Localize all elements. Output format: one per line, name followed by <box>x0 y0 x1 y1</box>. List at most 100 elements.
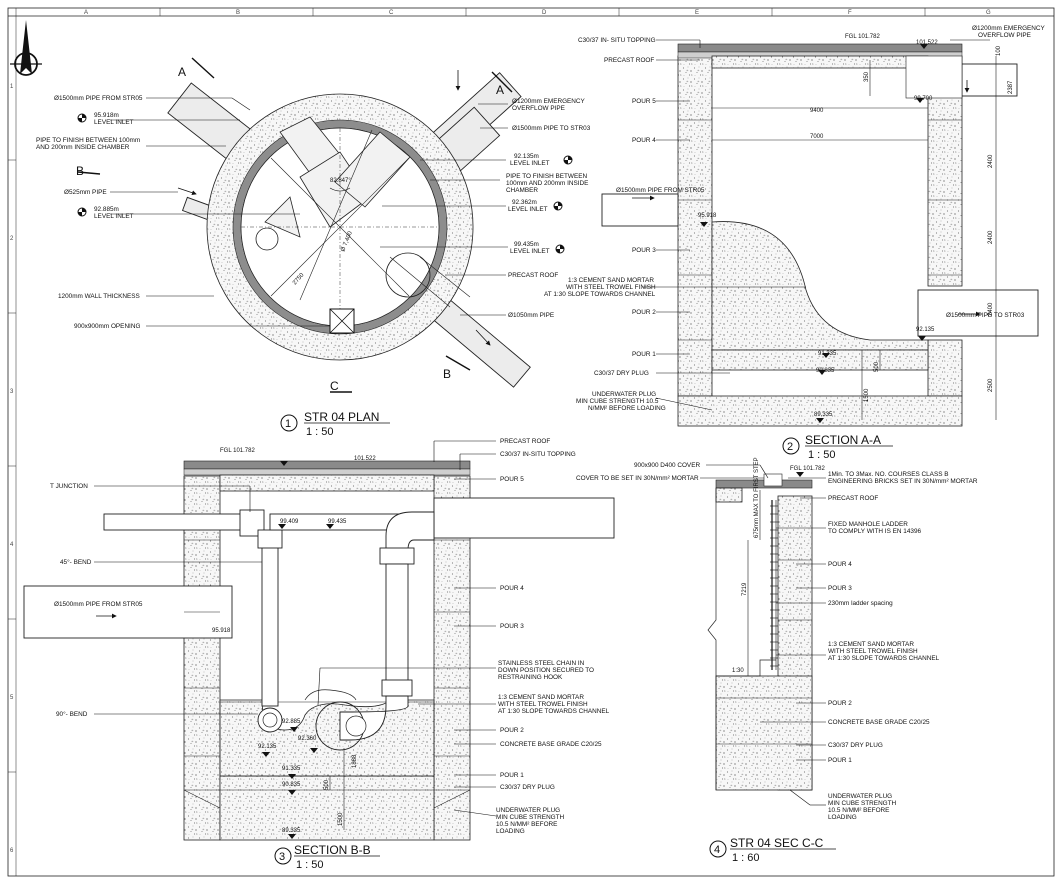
aa-lbl-dry-plug: C30/37 DRY PLUG <box>594 370 649 377</box>
bb-lvl-89335: 89.335 <box>282 828 301 834</box>
aa-title: SECTION A-A <box>805 433 881 447</box>
bb-roof-level: 101.522 <box>354 456 376 462</box>
grid-row-6: 6 <box>10 848 14 854</box>
cc-slope: 1:30 <box>732 668 744 674</box>
grid-col-d: D <box>542 10 547 16</box>
bb-lbl-uw-4: LOADING <box>496 828 525 835</box>
bb-lvl-92135: 92.135 <box>258 744 277 750</box>
plan-lbl-92362: 92.362m <box>512 199 537 206</box>
aa-lbl-uw-1: UNDERWATER PLUG <box>592 391 656 398</box>
cc-fgl: FGL 101.782 <box>790 466 825 472</box>
bb-title: SECTION B-B <box>294 843 371 857</box>
plan-lbl-finish-r3: CHAMBER <box>506 187 538 194</box>
aa-lbl-emergency-2: OVERFLOW PIPE <box>978 32 1031 39</box>
bb-d-1888: 1888 <box>352 754 358 768</box>
cc-title: STR 04 SEC C-C <box>730 836 824 850</box>
cc-lbl-ladder-2: TO COMPLY WITH IS EN 14396 <box>828 528 921 535</box>
plan-lbl-99435: 99.435m <box>514 241 539 248</box>
plan-lbl-92362-b: LEVEL INLET <box>508 206 548 213</box>
plan-lbl-92885: 92.885m <box>94 206 119 213</box>
svg-text:C: C <box>330 379 339 393</box>
cc-lbl-dry-plug: C30/37 DRY PLUG <box>828 742 883 749</box>
cc-lbl-cover-mortar: COVER TO BE SET IN 30N/mm² MORTAR <box>576 475 699 482</box>
bb-lbl-uw-1: UNDERWATER PLUG <box>496 807 560 814</box>
aa-lvl-90835: 90.835 <box>816 368 835 374</box>
plan-title: STR 04 PLAN <box>304 410 379 424</box>
grid-col-b: B <box>236 10 240 16</box>
bb-lbl-chain-2: DOWN POSITION SECURED TO <box>498 667 594 674</box>
plan-lbl-emergency-1: Ø1200mm EMERGENCY <box>512 98 586 105</box>
plan-lbl-pipe-525: Ø525mm PIPE <box>64 189 107 196</box>
cc-step: 675mm MAX TO FIRST STEP <box>754 457 760 538</box>
bb-scale: 1 : 50 <box>296 859 324 871</box>
level-symbol-icon <box>553 201 563 211</box>
aa-lvl-89335: 89.335 <box>814 412 833 418</box>
aa-lbl-mortar-2: WITH STEEL TROWEL FINISH <box>566 284 656 291</box>
cc-lbl-mortar-3: AT 1:30 SLOPE TOWARDS CHANNEL <box>828 655 940 662</box>
aa-lbl-mortar-1: 1:3 CEMENT SAND MORTAR <box>568 277 654 284</box>
grid-col-e: E <box>695 10 699 16</box>
level-symbol-icon <box>555 244 565 254</box>
cc-lbl-cover: 900x900 D400 COVER <box>634 462 700 469</box>
bb-lvl-91335: 91.335 <box>282 766 301 772</box>
aa-d-2500: 2500 <box>988 378 994 392</box>
cc-lbl-pour2: POUR 2 <box>828 700 852 707</box>
aa-lvl-91335: 91.335 <box>818 351 837 357</box>
aa-lbl-pour5: POUR 5 <box>632 98 656 105</box>
aa-lvl-92135: 92.135 <box>916 327 935 333</box>
cc-lbl-uw-3: 10.5 N/MM² BEFORE <box>828 807 889 814</box>
grid-row-3: 3 <box>10 389 14 395</box>
aa-lbl-pour2: POUR 2 <box>632 309 656 316</box>
level-symbol-icon <box>77 207 87 217</box>
svg-text:A: A <box>178 65 186 79</box>
plan-lbl-99435-b: LEVEL INLET <box>510 248 550 255</box>
bb-fgl: FGL 101.782 <box>220 448 255 454</box>
bb-lbl-pour4: POUR 4 <box>500 585 524 592</box>
cc-number: 4 <box>714 844 720 856</box>
aa-roof-level: 101.522 <box>916 40 938 46</box>
bb-d-1500: 1500 <box>338 812 344 826</box>
aa-lbl-uw-2: MIN CUBE STRENGTH 10.5 <box>576 398 659 405</box>
cc-lbl-precast: PRECAST ROOF <box>828 495 878 502</box>
aa-lvl-99700: 99.700 <box>914 96 933 102</box>
cc-lbl-mortar-1: 1:3 CEMENT SAND MORTAR <box>828 641 914 648</box>
plan-lbl-92135: 92.135m <box>514 153 539 160</box>
bb-lbl-bend45: 45°- BEND <box>60 558 92 566</box>
plan-lbl-to-str03: Ø1500mm PIPE TO STR03 <box>512 125 591 132</box>
bb-lbl-precast: PRECAST ROOF <box>500 438 550 445</box>
plan-lbl-finish-1: PIPE TO FINISH BETWEEN 100mm <box>36 137 140 144</box>
bb-number: 3 <box>279 851 285 863</box>
cc-lbl-spacing: 230mm ladder spacing <box>828 600 893 607</box>
aa-number: 2 <box>787 441 793 453</box>
plan-lbl-finish-2: AND 200mm INSIDE CHAMBER <box>36 144 130 151</box>
bb-lbl-topping: C30/37 IN-SITU TOPPING <box>500 451 576 458</box>
bb-lbl-pour3: POUR 3 <box>500 623 524 630</box>
bb-lbl-uw-3: 10.5 N/MM² BEFORE <box>496 821 557 828</box>
level-symbol-icon <box>77 113 87 123</box>
aa-d-9400: 9400 <box>810 108 824 114</box>
section-cc: 675mm MAX TO FIRST STEP 7219 1:30 FGL 10… <box>576 457 978 864</box>
plan-lbl-95918-b: LEVEL INLET <box>94 119 134 126</box>
aa-d-500: 500 <box>874 361 880 372</box>
grid-row-2: 2 <box>10 236 14 242</box>
aa-lbl-pour3: POUR 3 <box>632 247 656 254</box>
aa-lbl-pipe-str05: Ø1500mm PIPE FROM STR05 <box>616 187 705 194</box>
bb-lbl-pour2: POUR 2 <box>500 727 524 734</box>
section-bb: 1888 500 1500 FGL 101.782 101.522 99.409… <box>23 438 615 871</box>
bb-lvl-99409: 99.409 <box>280 519 299 525</box>
section-marker-c: C <box>330 379 352 393</box>
bb-lbl-pipe-str05: Ø1500mm PIPE FROM STR05 <box>54 601 143 608</box>
grid-col-c: C <box>389 10 394 16</box>
plan-lbl-wall: 1200mm WALL THICKNESS <box>58 293 140 300</box>
grid-col-a: A <box>84 10 88 16</box>
plan-lbl-emergency-2: OVERFLOW PIPE <box>512 105 565 112</box>
aa-scale: 1 : 50 <box>808 449 836 461</box>
plan-scale: 1 : 50 <box>306 426 334 438</box>
bb-lbl-chain-3: RESTRAINING HOOK <box>498 674 563 681</box>
plan-lbl-opening: 900x900mm OPENING <box>74 323 140 330</box>
aa-d-2387: 2387 <box>1008 80 1014 94</box>
cc-lbl-bed-1: 1Min. TO 3Max. NO. COURSES CLASS B <box>828 471 949 478</box>
bb-lvl-90835: 90.835 <box>282 782 301 788</box>
